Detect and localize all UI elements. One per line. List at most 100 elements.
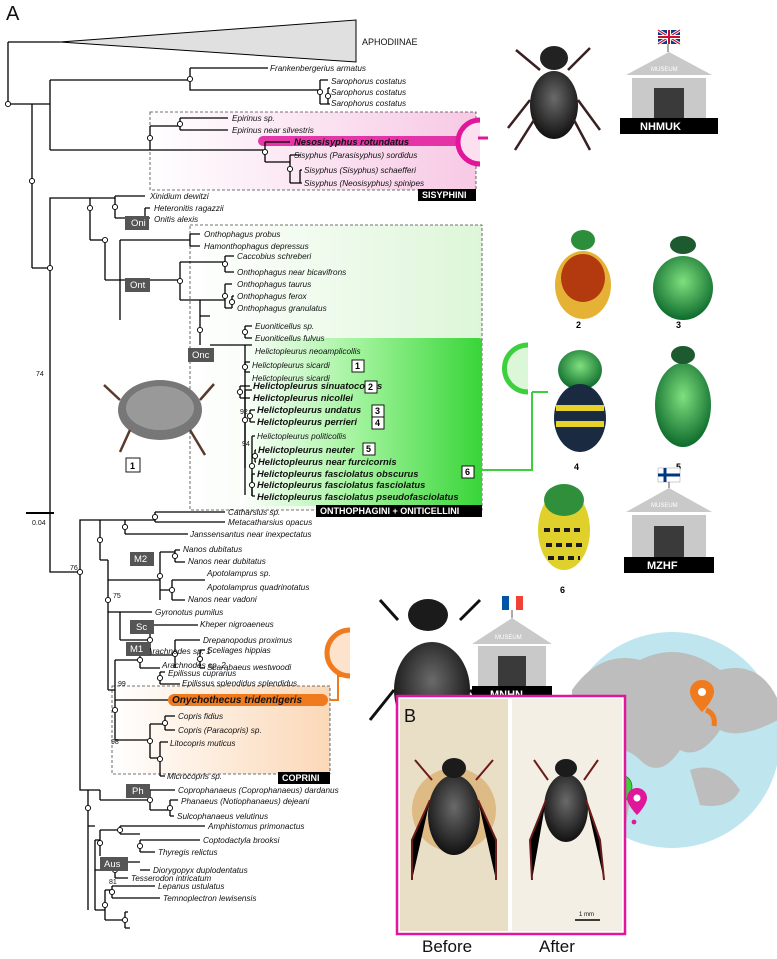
tip-label: Sisyphus (Sisyphus) schaefferi bbox=[304, 166, 416, 175]
scale-bar-label: 0.04 bbox=[32, 520, 46, 527]
aphodiinae-triangle bbox=[59, 19, 357, 63]
museum-icon-mnhn: MUSEUM MNHN bbox=[472, 596, 552, 702]
tip-label: Helictopleurus fasciolatus obscurus bbox=[257, 468, 419, 479]
tip-label: Coptodactyla brooksi bbox=[203, 836, 280, 845]
tip-label: Xinidium dewitzi bbox=[149, 192, 209, 201]
specimen-number: 5 bbox=[676, 462, 681, 472]
location-pin-orange-icon bbox=[690, 680, 717, 727]
clade-label-ont: Ont bbox=[130, 280, 146, 291]
tip-label: Epilissus cuprarius bbox=[168, 669, 236, 678]
clade-labels: Oni Ont Onc M2 Sc M1 Ph Aus bbox=[100, 216, 214, 871]
tip-label: Scarabaeus westwoodi bbox=[207, 663, 291, 672]
tip-label: Onthophagus probus bbox=[204, 230, 280, 239]
tip-label: Caccobius schreberi bbox=[237, 252, 311, 261]
tip-label: Arachnodes sp. 1 bbox=[146, 647, 211, 656]
tribe-label-coprini: COPRINI bbox=[282, 773, 320, 783]
tip-label: Onitis alexis bbox=[154, 215, 198, 224]
support-value: 99 bbox=[118, 681, 126, 688]
tip-labels: Frankenbergerius armatus Sarophorus cost… bbox=[131, 64, 459, 903]
tip-label: Nanos near dubitatus bbox=[188, 557, 266, 566]
inset-label-after: After bbox=[539, 937, 575, 956]
tip-label: Phanaeus (Notiophanaeus) dejeani bbox=[181, 797, 310, 806]
tip-label: Copris fidius bbox=[178, 712, 223, 721]
sisyphini-connector bbox=[455, 117, 481, 167]
tip-label: Hamonthophagus depressus bbox=[204, 242, 309, 251]
beetle-specimen-1 bbox=[103, 380, 215, 456]
specimen-number: 3 bbox=[676, 320, 681, 330]
panel-label-a: A bbox=[6, 3, 20, 25]
tip-label: Epirinus sp. bbox=[232, 114, 275, 123]
tip-label: Sarophorus costatus bbox=[331, 88, 406, 97]
tip-label: Heteronitis ragazzii bbox=[154, 204, 224, 213]
specimen-number: 4 bbox=[574, 462, 579, 472]
tip-label: Apotolamprus quadrinotatus bbox=[206, 583, 309, 592]
tribe-label-onthophagini: ONTHOPHAGINI + ONITICELLINI bbox=[320, 506, 459, 516]
museum-icon-nhmuk: MUSEUM NHMUK bbox=[620, 28, 718, 134]
specimen-number: 4 bbox=[375, 418, 380, 428]
tip-label: Helictopleurus neuter bbox=[258, 444, 356, 455]
tree-branches bbox=[7, 41, 330, 929]
tree-nodes bbox=[4, 75, 332, 924]
museum-icon-mzhf: MUSEUM MZHF bbox=[624, 467, 714, 573]
specimen-number-boxes: 1 2 3 4 5 6 bbox=[351, 359, 475, 479]
tip-label: Helictopleurus fasciolatus pseudofasciol… bbox=[257, 491, 459, 502]
clade-label-oni: Oni bbox=[131, 218, 146, 229]
tip-label: Catharsius sp. bbox=[228, 508, 280, 517]
tribe-labels: SISYPHINI ONTHOPHAGINI + ONITICELLINI CO… bbox=[278, 189, 482, 784]
tip-label: Arachnodes sp. 2 bbox=[161, 661, 226, 670]
tip-label: Helictopleurus sinuatocornis bbox=[253, 380, 382, 391]
inset-before-after: B 1 mm bbox=[395, 694, 627, 936]
tip-label: Drepanopodus proximus bbox=[203, 636, 292, 645]
tribe-label-sisyphini: SISYPHINI bbox=[422, 190, 467, 200]
tip-label: Lepanus ustulatus bbox=[158, 882, 224, 891]
specimen-number: 1 bbox=[355, 361, 360, 371]
tip-label: Microcopris sp. bbox=[167, 772, 222, 781]
support-value: 94 bbox=[242, 441, 250, 448]
tip-label: Onthophagus granulatus bbox=[237, 304, 327, 313]
tip-label: Helictopleurus sicardi bbox=[252, 361, 330, 370]
location-pin-magenta-icon bbox=[627, 788, 647, 825]
helictopleurus-box bbox=[240, 338, 482, 506]
tip-label: Gyronotus pumilus bbox=[155, 608, 223, 617]
clade-label-ph: Ph bbox=[132, 786, 144, 797]
tip-label: Janssensantus near inexpectatus bbox=[189, 530, 312, 539]
tip-label: Sarophorus costatus bbox=[331, 99, 406, 108]
specimen-number: 2 bbox=[576, 320, 581, 330]
tip-label: Euoniticellus fulvus bbox=[255, 334, 325, 343]
tip-label: Helictopleurus perrieri bbox=[257, 416, 357, 427]
tip-label: Amphistomus primonactus bbox=[207, 822, 304, 831]
support-value: 92 bbox=[240, 409, 248, 416]
support-values: 74 92 94 76 75 99 98 81 bbox=[36, 371, 250, 886]
tip-label: Helictopleurus undatus bbox=[257, 404, 361, 415]
tip-label: Onthophagus near bicavifrons bbox=[237, 268, 346, 277]
tip-label: Metacatharsius opacus bbox=[228, 518, 312, 527]
clade-label-sc: Sc bbox=[136, 622, 147, 633]
museum-roof-text: MUSEUM bbox=[495, 635, 522, 641]
specimen-number: 2 bbox=[368, 382, 373, 392]
tip-label: Nanos near vadoni bbox=[188, 595, 257, 604]
coprini-connector bbox=[324, 627, 351, 679]
tip-label: Diorygopyx duplodentatus bbox=[153, 866, 248, 875]
tip-label: Sulcophanaeus velutinus bbox=[177, 812, 268, 821]
support-value: 76 bbox=[70, 565, 78, 572]
sisyphini-box bbox=[149, 111, 477, 191]
support-value: 74 bbox=[36, 371, 44, 378]
tip-label: Sisyphus (Parasisyphus) sordidus bbox=[294, 151, 417, 160]
specimen-number: 6 bbox=[465, 467, 470, 477]
nesosisyphus-highlight bbox=[258, 136, 468, 146]
tip-label: Onthophagus taurus bbox=[237, 280, 311, 289]
tip-label: Temnoplectron lewisensis bbox=[163, 894, 256, 903]
tip-label: Tesserodon intricatum bbox=[131, 874, 211, 883]
beetle-specimen-2 bbox=[555, 230, 611, 319]
outgroup-label: APHODIINAE bbox=[362, 37, 418, 47]
beetle-specimen-4 bbox=[554, 350, 606, 452]
beetle-nesosisyphus bbox=[507, 46, 602, 151]
museum-roof-text: MUSEUM bbox=[651, 67, 678, 73]
beetle-specimen-3 bbox=[653, 236, 713, 320]
clade-label-m1: M1 bbox=[130, 644, 143, 655]
museum-roof-text: MUSEUM bbox=[651, 503, 678, 509]
tip-label: Sceliages hippias bbox=[207, 646, 271, 655]
specimen-number: 5 bbox=[366, 444, 371, 454]
specimen-number: 6 bbox=[560, 585, 565, 595]
inset-label-before: Before bbox=[422, 937, 472, 956]
